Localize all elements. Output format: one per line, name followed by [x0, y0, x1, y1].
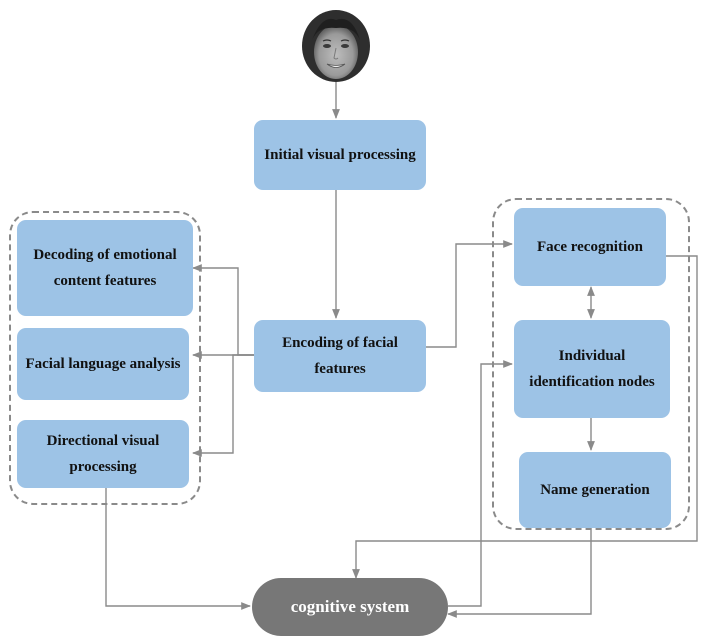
individual-identification-nodes-box: Individual identification nodes — [514, 320, 670, 418]
arrow-recognition-to-cognitive — [352, 255, 698, 579]
name-generation-box: Name generation — [519, 452, 671, 528]
right-dashed-group — [492, 198, 690, 530]
directional-visual-processing-box: Directional visual processing — [17, 420, 189, 488]
directional-visual-processing-label: Directional visual processing — [46, 433, 160, 475]
arrow-name-to-cognitive — [447, 528, 592, 618]
arrow-encoding-to-directional — [192, 354, 254, 457]
facial-language-analysis-box: Facial language analysis — [17, 328, 189, 400]
face-photo-icon — [302, 10, 370, 82]
cognitive-system-label: cognitive system — [290, 597, 410, 616]
facial-language-analysis-label: Facial language analysis — [25, 356, 181, 372]
left-dashed-group — [9, 211, 201, 505]
arrow-directional-to-cognitive — [105, 488, 251, 610]
initial-visual-processing-label: Initial visual processing — [264, 147, 416, 163]
decoding-emotional-content-label: Decoding of emotional content features — [33, 247, 177, 289]
face-recognition-label: Face recognition — [537, 239, 643, 255]
individual-identification-nodes-label: Individual identification nodes — [529, 348, 655, 390]
arrow-encoding-to-face-recognition — [425, 240, 513, 348]
encoding-facial-features-label: Encoding of facial features — [282, 335, 398, 377]
name-generation-label: Name generation — [540, 482, 650, 498]
arrow-encoding-to-decoding — [192, 264, 254, 356]
arrow-cognitive-to-individual — [448, 360, 513, 607]
encoding-facial-features-box: Encoding of facial features — [254, 320, 426, 392]
face-recognition-box: Face recognition — [514, 208, 666, 286]
decoding-emotional-content-box: Decoding of emotional content features — [17, 220, 193, 316]
initial-visual-processing-box: Initial visual processing — [254, 120, 426, 190]
cognitive-system-node: cognitive system — [252, 578, 448, 636]
